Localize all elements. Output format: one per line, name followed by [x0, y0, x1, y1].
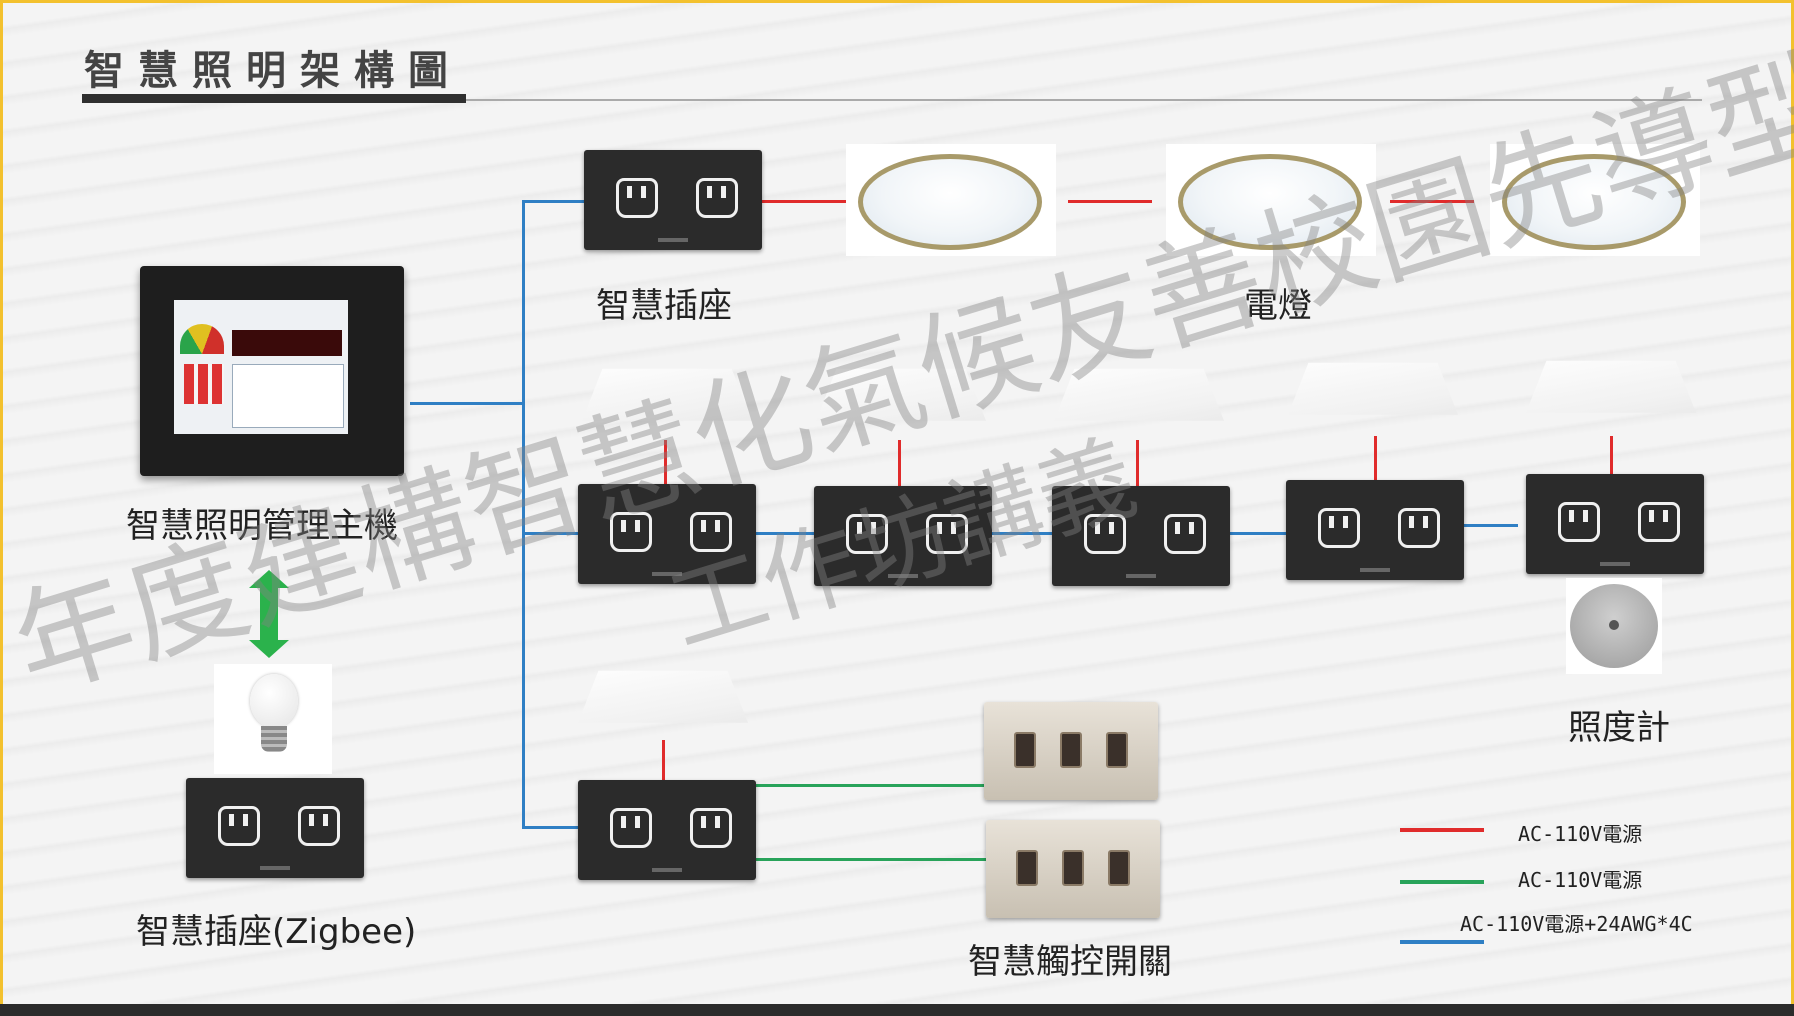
host-touch-panel-icon — [140, 266, 404, 476]
page-title: 智慧照明架構圖 — [84, 47, 462, 94]
zigbee-socket-label: 智慧插座(Zigbee) — [136, 912, 417, 952]
red-wire-lamp-1 — [762, 200, 846, 203]
ceiling-lamp-icon — [1490, 144, 1700, 256]
panel-light-icon — [816, 368, 986, 421]
blue-wire-row2 — [522, 532, 584, 535]
blue-wire-row1 — [522, 200, 584, 203]
blue-wire-chain-4 — [1462, 524, 1518, 527]
legend-blue-text: AC-110V電源+24AWG*4C — [1460, 912, 1693, 936]
ceiling-lamp-icon — [1166, 144, 1376, 256]
lux-meter-icon — [1566, 578, 1662, 674]
red-wire-lamp-2 — [1068, 200, 1152, 203]
title-underline — [82, 94, 466, 103]
title-rule — [466, 99, 1702, 101]
blue-wire-chain-3 — [1230, 532, 1286, 535]
green-wire-switch-1 — [756, 784, 984, 787]
touch-switch-icon — [986, 820, 1160, 918]
host-label: 智慧照明管理主機 — [126, 506, 398, 546]
power-outlet-icon — [578, 484, 756, 584]
blue-wire-chain-1 — [756, 532, 816, 535]
legend-red-text: AC-110V電源 — [1518, 822, 1643, 846]
ceiling-lamp-icon — [846, 144, 1056, 256]
power-outlet-icon — [1526, 474, 1704, 574]
lamp-label: 電燈 — [1244, 286, 1312, 326]
touch-switch-icon — [984, 702, 1158, 800]
smart-socket-label: 智慧插座 — [596, 286, 732, 326]
red-wire-lamp-3 — [1390, 200, 1474, 203]
legend-green-line — [1400, 880, 1484, 884]
legend-blue-line — [1400, 940, 1484, 944]
blue-wire-row3 — [522, 826, 584, 829]
legend-green-text: AC-110V電源 — [1518, 868, 1643, 892]
power-outlet-icon — [1286, 480, 1464, 580]
power-outlet-icon — [1052, 486, 1230, 586]
red-wire-panel-3 — [1136, 440, 1139, 488]
power-outlet-icon — [814, 486, 992, 586]
red-wire-panel-5 — [1610, 436, 1613, 474]
bidirectional-arrow-icon — [249, 570, 289, 658]
red-wire-panel-6 — [662, 740, 665, 782]
panel-light-icon — [1054, 368, 1224, 421]
green-wire-switch-2 — [756, 858, 986, 861]
red-wire-panel-1 — [664, 440, 667, 486]
red-wire-panel-4 — [1374, 436, 1377, 480]
legend-red-line — [1400, 828, 1484, 832]
bottom-bar — [0, 1004, 1794, 1016]
blue-wire-trunk — [522, 200, 525, 828]
panel-light-icon — [1526, 360, 1696, 413]
blue-wire-host — [410, 402, 524, 405]
touch-switch-label: 智慧觸控開關 — [968, 942, 1172, 982]
panel-light-icon — [1288, 362, 1458, 415]
bulb-icon — [214, 664, 332, 774]
panel-light-icon — [582, 368, 752, 421]
lux-meter-label: 照度計 — [1568, 708, 1670, 748]
zigbee-outlet-icon — [186, 778, 364, 878]
panel-light-icon — [578, 670, 748, 723]
power-outlet-icon — [584, 150, 762, 250]
blue-wire-chain-2 — [992, 532, 1054, 535]
red-wire-panel-2 — [898, 440, 901, 488]
power-outlet-icon — [578, 780, 756, 880]
